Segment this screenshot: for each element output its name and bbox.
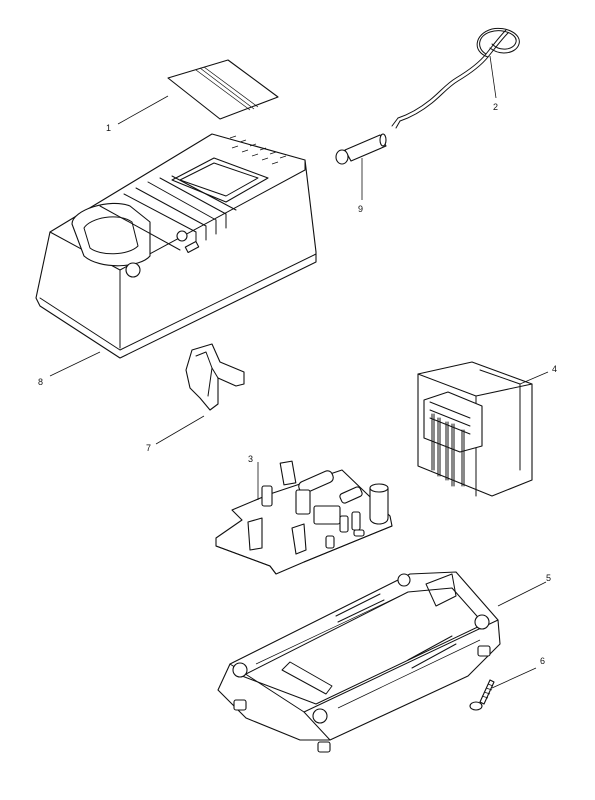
part-9-fuse (335, 133, 387, 165)
part-2-power-cord (391, 27, 520, 129)
callout-5: 5 (546, 573, 551, 583)
callout-4: 4 (552, 364, 557, 374)
callout-7: 7 (146, 443, 151, 453)
callout-1: 1 (106, 123, 111, 133)
part-6-screw (469, 679, 495, 711)
callout-3: 3 (248, 454, 253, 464)
callout-6: 6 (540, 656, 545, 666)
part-5-base-housing (217, 571, 501, 753)
part-3-circuit-board (215, 460, 393, 575)
leader-lines (49, 55, 549, 689)
part-8-upper-housing (35, 133, 317, 359)
callout-9: 9 (358, 204, 363, 214)
part-7-terminal-bracket (185, 343, 245, 411)
callout-8: 8 (38, 377, 43, 387)
callout-2: 2 (493, 102, 498, 112)
part-1-label-plate (167, 59, 279, 120)
part-4-transformer (417, 361, 533, 497)
